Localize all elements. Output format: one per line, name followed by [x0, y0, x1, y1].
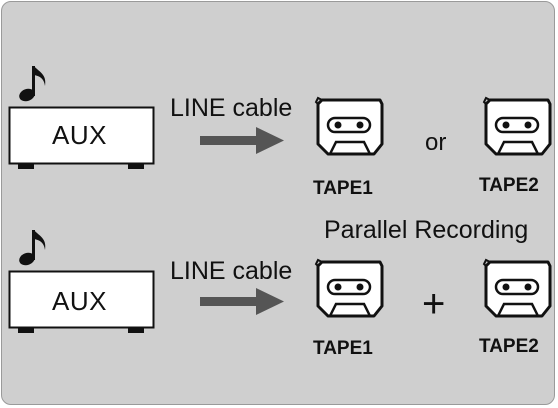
aux-device-icon: [8, 106, 155, 169]
tape1-label: TAPE1: [313, 338, 373, 359]
cassette-tape-icon: [314, 258, 384, 318]
cassette-tape-icon: [482, 96, 552, 156]
or-label: or: [425, 129, 447, 156]
aux-device-label: AUX: [52, 286, 107, 316]
cassette-tape-icon: [314, 96, 384, 156]
tape1-label: TAPE1: [313, 178, 373, 199]
music-note-icon: [19, 66, 46, 102]
line-cable-label: LINE cable: [170, 94, 293, 122]
aux-device-icon: [8, 270, 155, 333]
parallel-recording-label: Parallel Recording: [324, 216, 529, 244]
aux-device-label: AUX: [52, 120, 107, 150]
line-cable-label: LINE cable: [170, 257, 293, 285]
music-note-icon: [19, 230, 46, 266]
plus-sign: +: [422, 282, 446, 326]
tape2-label: TAPE2: [479, 175, 539, 196]
arrow-right-icon: [200, 127, 284, 154]
arrow-right-icon: [200, 288, 284, 315]
cassette-tape-icon: [482, 258, 552, 318]
tape2-label: TAPE2: [479, 336, 539, 357]
